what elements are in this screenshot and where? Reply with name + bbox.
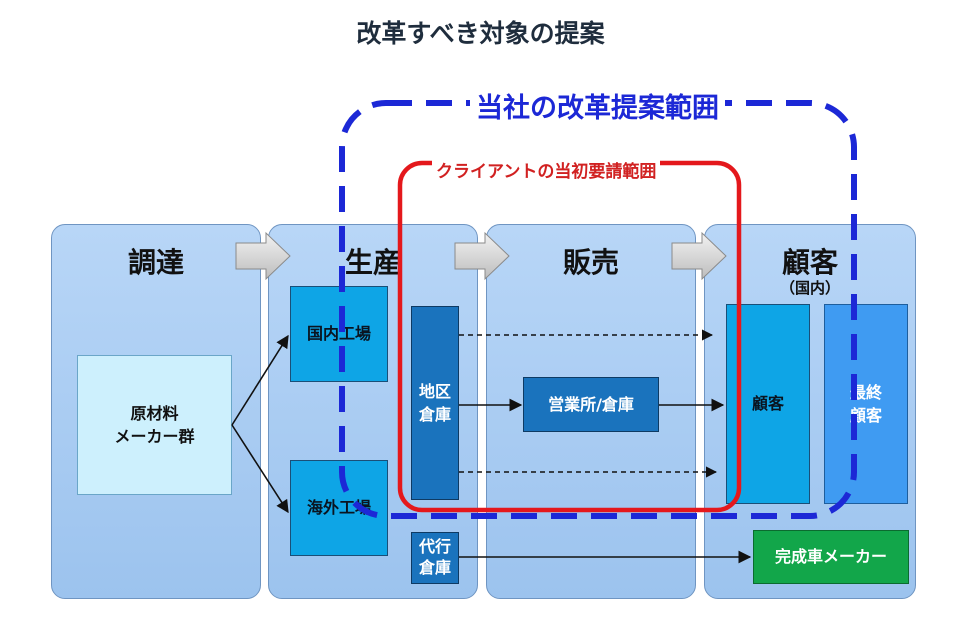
stage-arrow-2 — [454, 231, 510, 281]
end-customer-label: 最終 顧客 — [849, 382, 882, 425]
sales-office-node: 営業所/倉庫 — [523, 377, 659, 432]
flow-raw-to-domestic — [231, 334, 289, 426]
car-maker-label: 完成車メーカー — [774, 547, 887, 567]
stage-arrow-1 — [235, 231, 291, 281]
stage-sales-panel: 販売 — [486, 224, 696, 599]
domestic-factory-label: 国内工場 — [306, 324, 371, 344]
regional-warehouse-node: 地区 倉庫 — [411, 306, 459, 500]
stage-procurement-title: 調達 — [127, 246, 184, 279]
sales-office-label: 営業所/倉庫 — [548, 394, 634, 414]
car-maker-node: 完成車メーカー — [753, 530, 909, 584]
customer-label: 顧客 — [751, 394, 784, 414]
overseas-factory-node: 海外工場 — [290, 460, 388, 556]
stage-sales-title: 販売 — [562, 246, 619, 279]
diagram-title: 改革すべき対象の提案 — [356, 19, 605, 48]
stage-production-title: 生産 — [344, 246, 401, 279]
regional-warehouse-label: 地区 倉庫 — [418, 381, 451, 424]
stage-arrow-3 — [671, 231, 727, 281]
agency-warehouse-node: 代行 倉庫 — [411, 532, 459, 584]
proposal-scope-label: 当社の改革提案範囲 — [470, 86, 725, 125]
stage-customer-title: 顧客 — [781, 246, 838, 279]
stage-customer-subtitle: （国内） — [779, 279, 840, 297]
raw-materials-node: 原材料 メーカー群 — [77, 355, 232, 495]
client-scope-label: クライアントの当初要請範囲 — [432, 157, 661, 182]
flow-raw-to-overseas — [231, 424, 289, 514]
client-scope-outline — [397, 160, 742, 513]
end-customer-node: 最終 顧客 — [824, 304, 908, 504]
raw-materials-label: 原材料 メーカー群 — [114, 403, 195, 446]
agency-warehouse-label: 代行 倉庫 — [418, 537, 451, 577]
